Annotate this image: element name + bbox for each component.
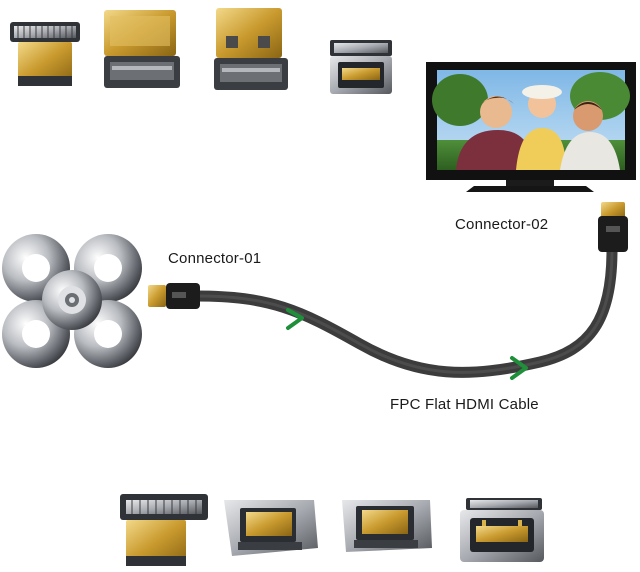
connector-02-plug [598, 202, 628, 252]
family-photo [456, 85, 620, 170]
cable-direction-arrow-1 [286, 308, 304, 330]
adapter-top-4 [330, 40, 392, 94]
connector-02-label: Connector-02 [455, 216, 549, 233]
cable-label: FPC Flat HDMI Cable [390, 396, 539, 413]
adapter-bottom-3 [342, 500, 432, 552]
adapter-top-1 [10, 22, 80, 86]
adapter-bottom-1 [120, 494, 208, 566]
connector-01-label: Connector-01 [168, 250, 262, 267]
adapter-bottom-2 [224, 500, 318, 556]
adapter-top-3 [214, 8, 288, 90]
connector-01-plug [148, 283, 200, 309]
quad-frame-icon [2, 234, 142, 368]
fpc-hdmi-cable [190, 244, 618, 378]
adapter-bottom-4 [460, 498, 544, 562]
adapter-top-2 [104, 10, 180, 88]
cable-direction-arrow-2 [510, 356, 528, 380]
monitor-icon [426, 62, 636, 192]
